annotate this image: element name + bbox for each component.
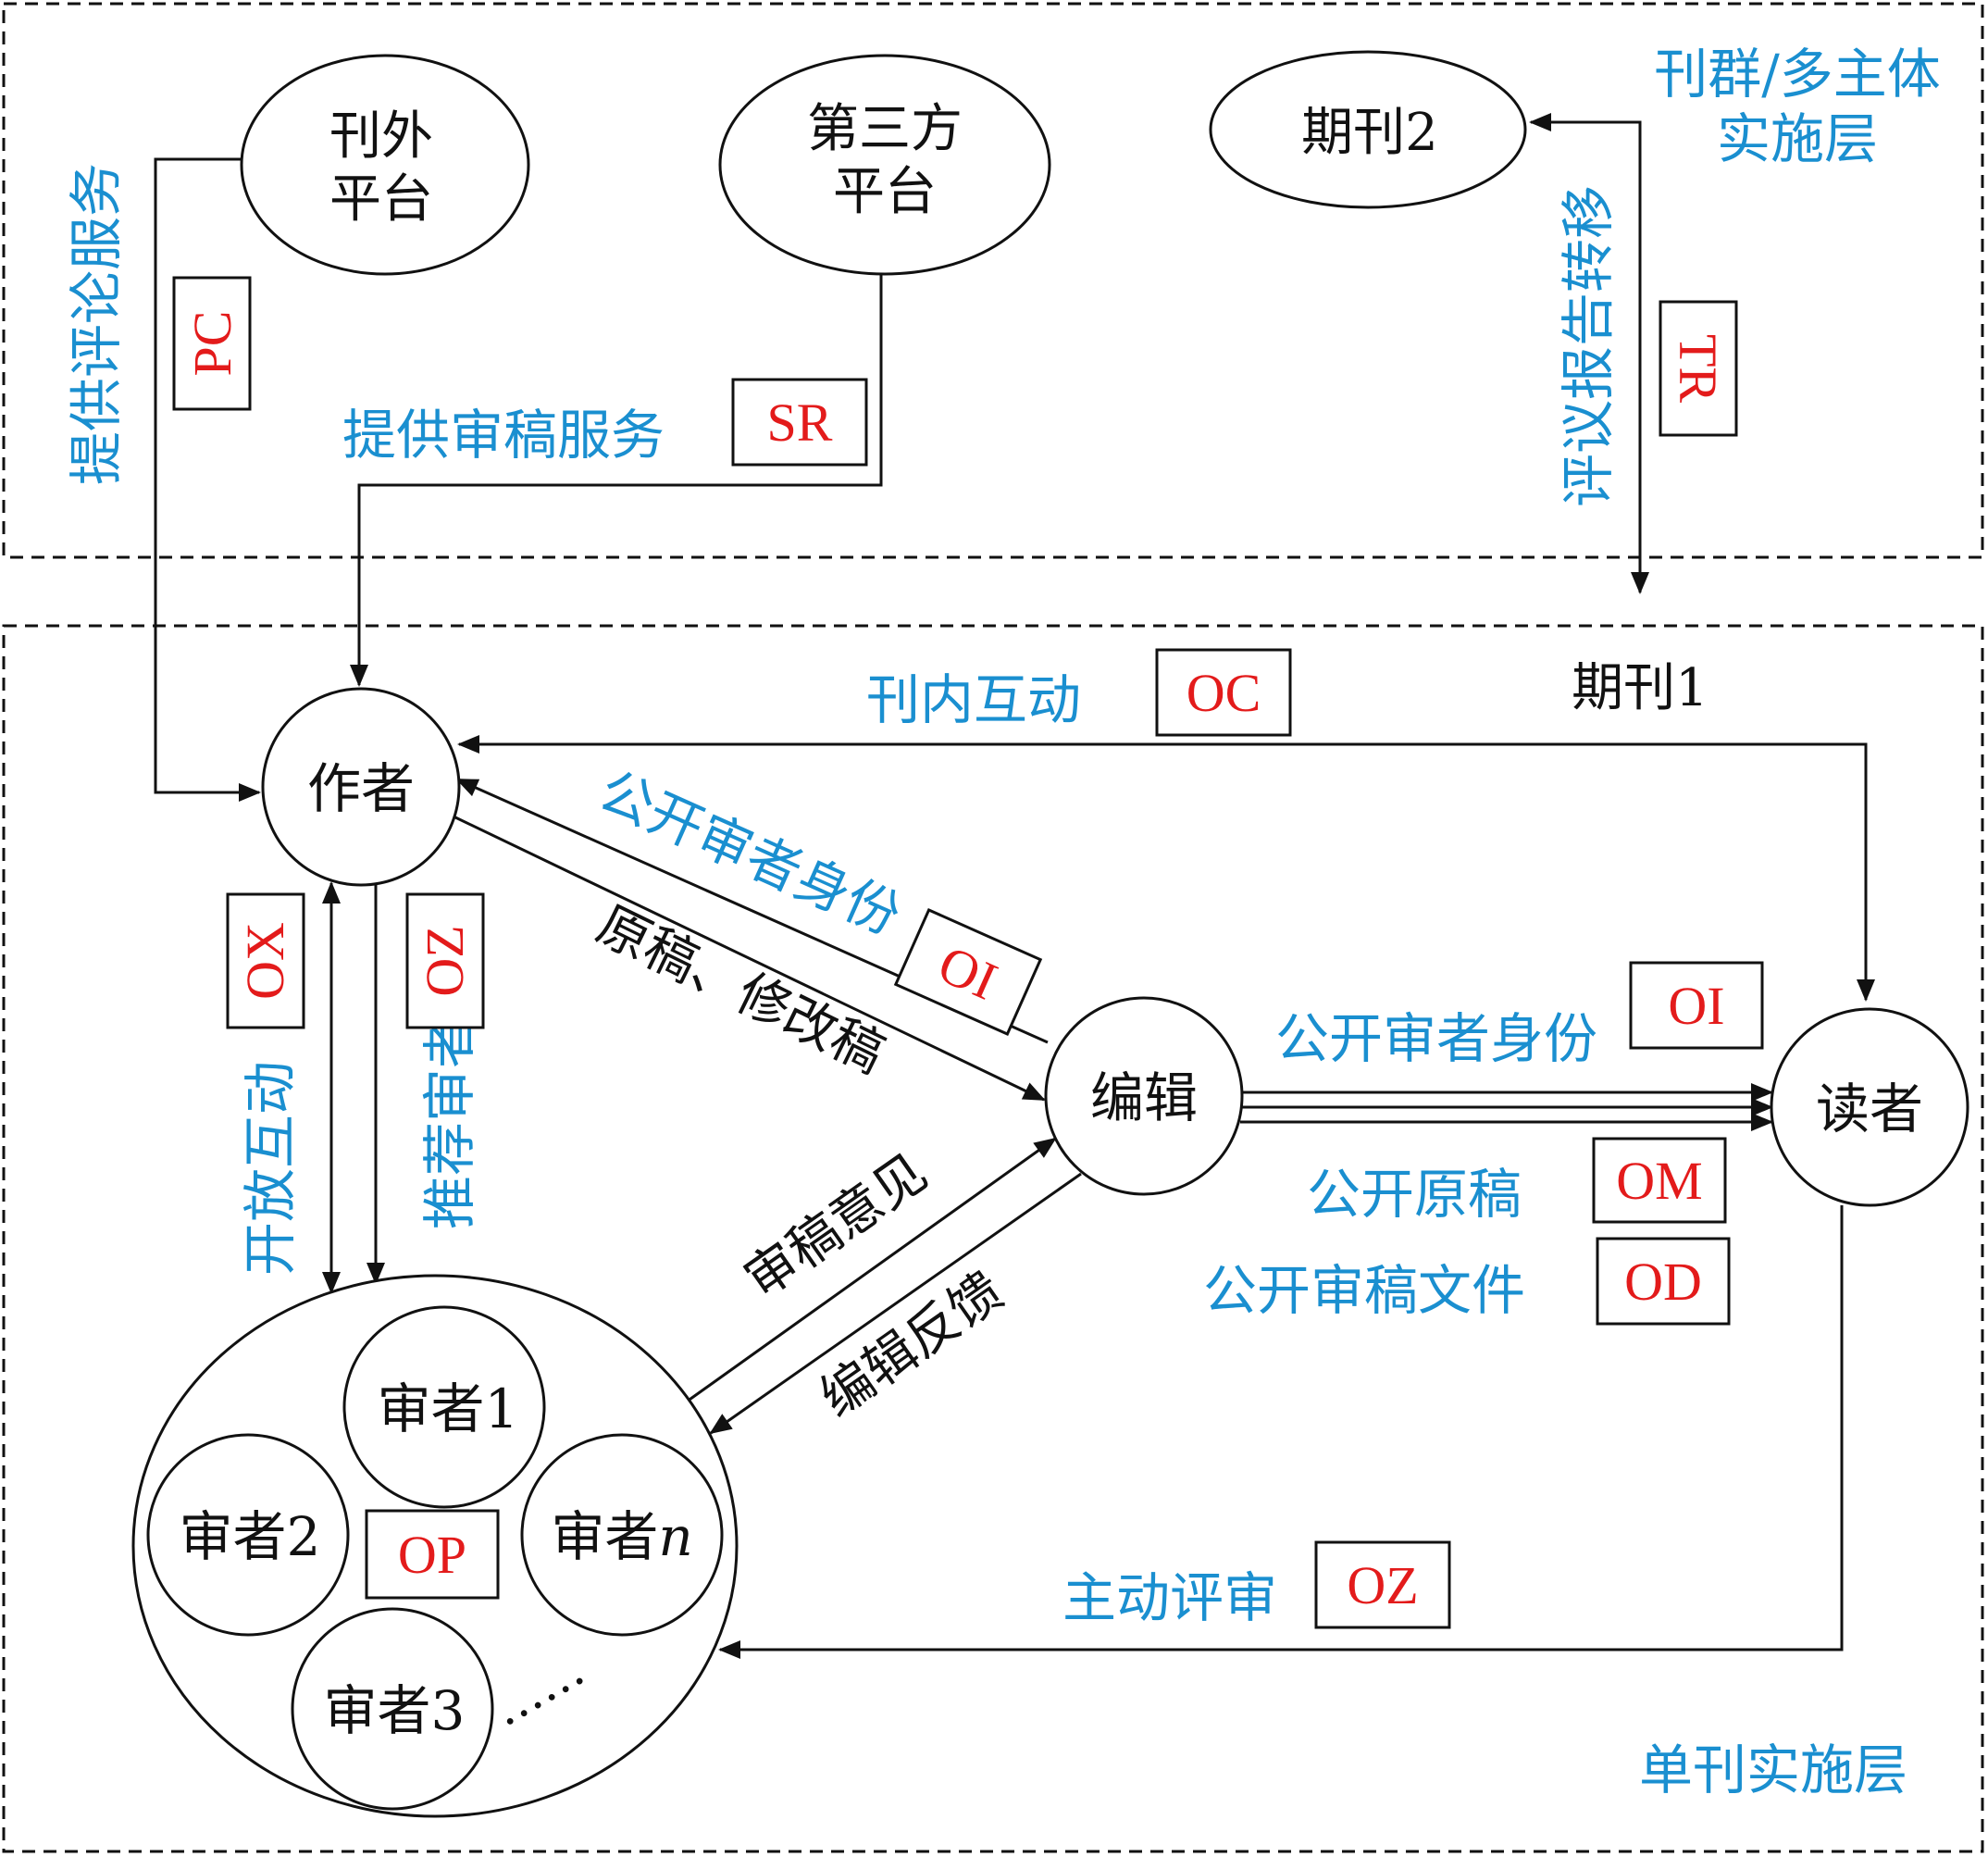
label-recommend-reviewer: 推荐审者 [418,1015,481,1229]
tag-od-text: OD [1624,1252,1702,1312]
third-party-label-line1: 第三方 [807,99,963,159]
reviewer2-label: 审者2 [180,1505,321,1568]
edge-comment-service [154,157,261,802]
external-platform-label-line1: 刊外 [329,106,433,167]
tag-oz-reader-text: OZ [1347,1555,1418,1615]
tag-oc: OC [1155,648,1292,737]
node-reviewer-n: 审者n [520,1433,724,1637]
label-open-manuscript: 公开原稿 [1307,1163,1522,1226]
reviewer-n-prefix: 审者 [551,1505,658,1568]
node-reviewer-3: 审者3 [291,1607,494,1811]
node-editor: 编辑 [1044,996,1244,1196]
editor-label: 编辑 [1090,1066,1198,1129]
edge-active-review [718,1205,1844,1659]
tag-sr: SR [731,378,868,467]
author-label: 作者 [307,757,415,820]
tag-om-text: OM [1616,1151,1702,1211]
tag-oz-author-text: OZ [415,925,475,996]
journal2-label: 期刊2 [1301,103,1438,163]
journal1-label: 期刊1 [1572,658,1708,718]
edge-review-service [350,270,883,687]
third-party-label-line2: 平台 [833,162,937,222]
label-open-identity-reader: 公开审者身份 [1275,1007,1597,1070]
label-editor-feedback: 编辑反馈 [810,1261,1014,1429]
tag-ox-text: OX [235,922,295,1000]
label-open-review-files: 公开审稿文件 [1203,1259,1525,1322]
tag-sr-text: SR [767,393,833,453]
label-comment-service: 提供评论服务 [65,163,128,485]
tag-oi-author: OI [893,907,1043,1037]
tag-tr-text: TR [1668,334,1728,403]
single-journal-layer-box [2,624,1984,1853]
tag-oz-reader: OZ [1314,1540,1451,1629]
label-report-transfer: 评议报告转移 [1557,185,1620,507]
tag-tr: TR [1659,300,1738,437]
reviewer3-label: 审者3 [324,1679,466,1742]
reviewer1-label: 审者1 [378,1377,519,1440]
label-open-interaction: 开放互动 [239,1061,302,1276]
label-review-service: 提供审稿服务 [342,404,665,467]
tag-oz-author: OZ [405,892,485,1029]
node-reviewer-group: 审者1 审者2 审者n 审者3 …… [131,1274,739,1818]
multi-layer-title-line2: 实施层 [1717,107,1878,170]
multi-layer-title-line1: 刊群/多主体 [1654,43,1941,106]
edge-editor-feedback [709,1172,1082,1435]
node-external-platform: 刊外 平台 [240,54,530,276]
tag-oi-reader: OI [1629,961,1764,1050]
tag-pc: PC [172,276,252,411]
label-active-review: 主动评审 [1062,1566,1277,1629]
tag-oi-reader-text: OI [1668,976,1724,1036]
edge-manuscript-revision [453,815,1046,1102]
external-platform-label-line2: 平台 [329,169,433,230]
single-layer-title: 单刊实施层 [1639,1739,1907,1801]
tag-oc-text: OC [1187,663,1261,723]
edge-report-transfer [1529,113,1649,594]
tag-om: OM [1592,1137,1727,1224]
edge-review-comments [686,1137,1057,1403]
edge-in-journal-interaction [457,735,1875,1002]
tag-op-text: OP [398,1525,466,1585]
node-journal2: 期刊2 [1209,50,1527,209]
multi-subject-layer-box [2,2,1984,559]
tag-op: OP [365,1509,500,1600]
node-reviewer-1: 审者1 [342,1305,546,1509]
label-review-comments: 审稿意见 [734,1142,938,1311]
tag-od: OD [1596,1237,1731,1326]
reviewer-n-suffix: n [658,1505,692,1568]
node-reviewer-2: 审者2 [146,1433,350,1637]
node-third-party-platform: 第三方 平台 [718,54,1051,276]
node-author: 作者 [261,687,461,887]
tag-ox: OX [226,892,305,1029]
node-reader: 读者 [1770,1007,1969,1207]
label-in-journal-interaction: 刊内互动 [866,668,1081,731]
reviewer-n-label: 审者n [551,1505,692,1568]
tag-pc-text: PC [182,311,242,377]
reader-label: 读者 [1816,1078,1923,1140]
